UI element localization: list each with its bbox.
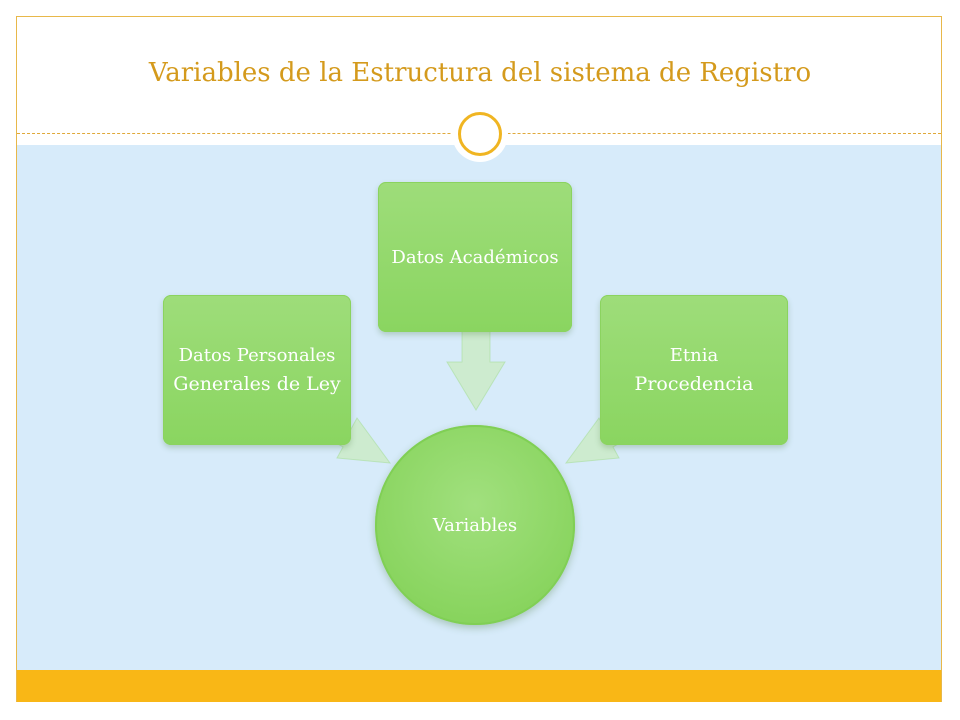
center-node-variables: Variables <box>375 425 575 625</box>
slide-title: Variables de la Estructura del sistema d… <box>148 58 812 88</box>
center-label: Variables <box>432 514 518 536</box>
node-sublabel: Generales de Ley <box>173 373 341 395</box>
node-datos-personales: Datos Personales Generales de Ley <box>163 295 351 445</box>
node-label: Etnia <box>669 345 719 366</box>
node-etnia-procedencia: Etnia Procedencia <box>600 295 788 445</box>
bottom-accent-band <box>17 670 941 702</box>
ring-ornament-icon <box>452 106 508 162</box>
node-label: Datos Personales <box>178 345 336 366</box>
node-sublabel: Procedencia <box>634 373 754 395</box>
node-label: Datos Académicos <box>391 246 559 268</box>
node-datos-academicos: Datos Académicos <box>378 182 572 332</box>
